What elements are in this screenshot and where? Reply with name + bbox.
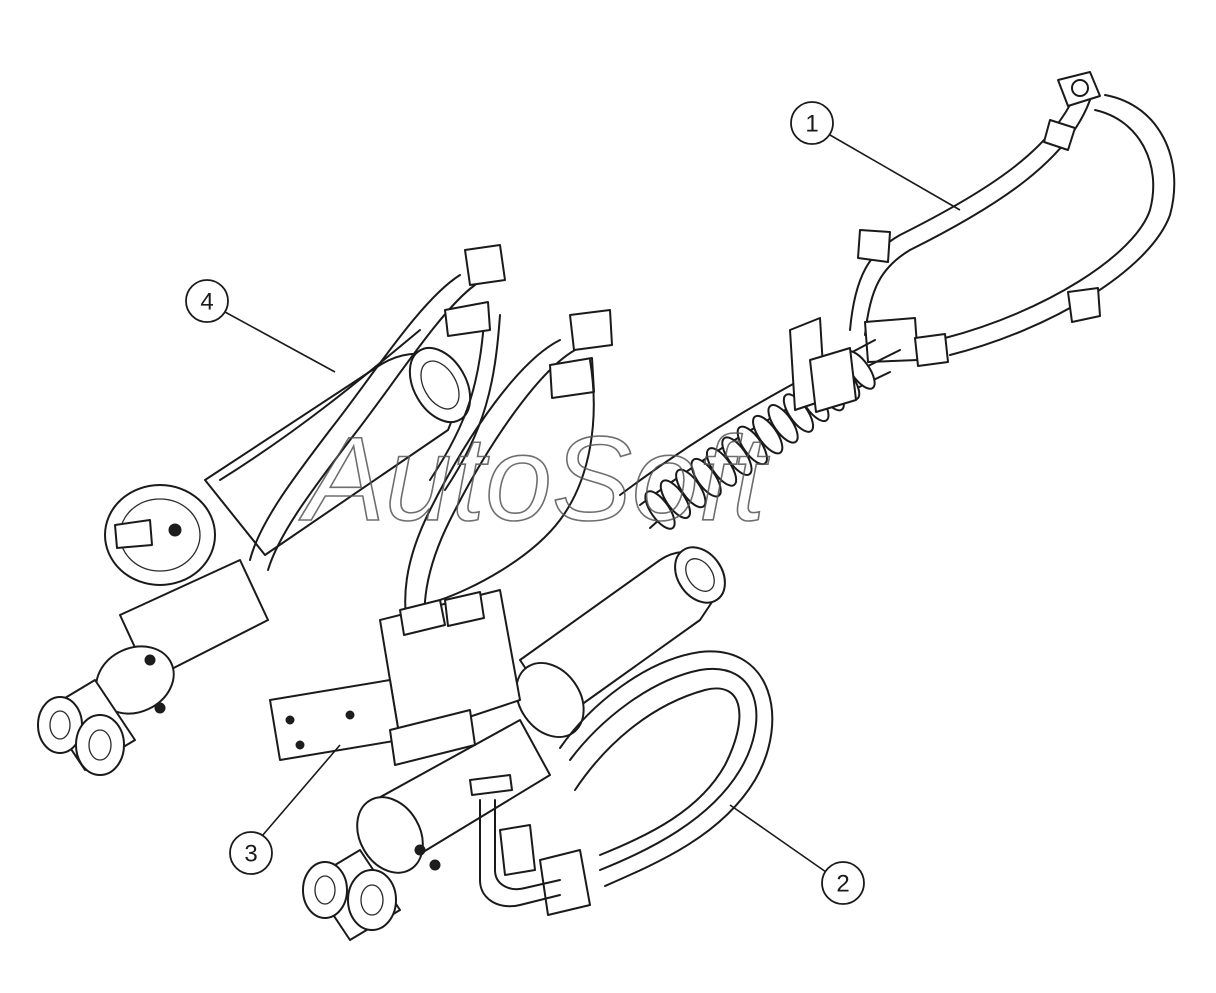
hose-assembly-4	[249, 244, 613, 646]
valve-block-3	[269, 589, 521, 766]
callout-3-label: 3	[244, 841, 257, 868]
callout-2-circle	[821, 861, 865, 905]
hose-bundle-center	[619, 317, 901, 530]
callout-4-circle	[185, 279, 229, 323]
callout-3-circle	[229, 831, 273, 875]
callout-2: 2	[729, 804, 865, 905]
callout-4-leader	[224, 311, 336, 373]
callout-4: 4	[185, 279, 336, 373]
callout-2-leader	[729, 804, 827, 873]
callout-4-label: 4	[200, 289, 213, 316]
callout-1: 1	[790, 101, 961, 211]
hydraulic-cylinder-4	[37, 329, 472, 776]
hose-assembly-2	[469, 650, 774, 916]
hose-assembly-1	[849, 71, 1176, 367]
callout-1-circle	[790, 101, 834, 145]
callout-1-leader	[829, 134, 961, 211]
watermark-text: AutoSoft	[299, 412, 770, 546]
callout-1-label: 1	[805, 111, 818, 138]
callout-3: 3	[229, 744, 341, 875]
callout-2-label: 2	[836, 871, 849, 898]
callout-3-leader	[261, 744, 341, 837]
hydraulic-cylinder-lower	[302, 546, 726, 941]
